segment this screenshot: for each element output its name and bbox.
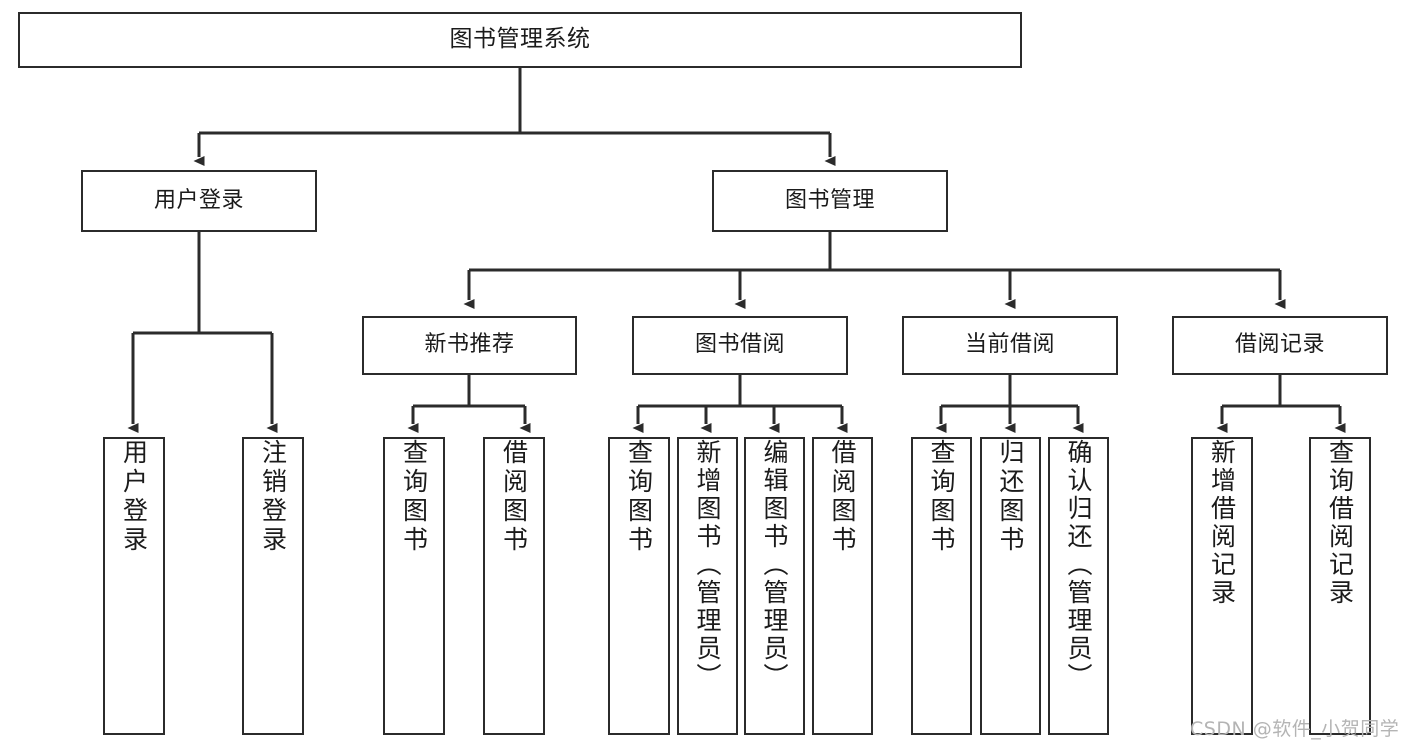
leaf-book-borrow-add-book-admin[interactable]: 新增图书（管理员） (677, 437, 738, 735)
node-label: 确认归还（管理员） (1064, 439, 1093, 691)
node-label: 查询图书 (624, 439, 654, 555)
leaf-current-borrow-query-book[interactable]: 查询图书 (911, 437, 972, 735)
leaf-new-book-query-book[interactable]: 查询图书 (383, 437, 445, 735)
node-book-management[interactable]: 图书管理 (712, 170, 948, 232)
node-label: 新增图书（管理员） (693, 439, 722, 691)
node-label: 新增借阅记录 (1207, 439, 1237, 607)
node-label: 当前借阅 (964, 332, 1055, 358)
node-label: 归还图书 (996, 439, 1025, 555)
node-current-borrow[interactable]: 当前借阅 (902, 316, 1118, 375)
node-label: 借阅图书 (828, 439, 857, 555)
node-label: 用户登录 (153, 187, 244, 213)
node-label: 图书管理 (784, 187, 875, 213)
node-label: 查询图书 (399, 439, 429, 555)
leaf-borrow-record-query-record[interactable]: 查询借阅记录 (1309, 437, 1371, 735)
csdn-watermark: CSDN @软件_小贺同学 (1190, 718, 1400, 740)
leaf-new-book-borrow-book[interactable]: 借阅图书 (483, 437, 545, 735)
node-borrow-record[interactable]: 借阅记录 (1172, 316, 1388, 375)
node-book-borrow[interactable]: 图书借阅 (632, 316, 848, 375)
leaf-book-borrow-query-book[interactable]: 查询图书 (608, 437, 670, 735)
node-new-book-recommend[interactable]: 新书推荐 (362, 316, 577, 375)
node-label: 编辑图书（管理员） (760, 439, 789, 691)
node-user-login[interactable]: 用户登录 (81, 170, 317, 232)
node-label: 用户登录 (119, 439, 149, 555)
leaf-book-borrow-edit-book-admin[interactable]: 编辑图书（管理员） (744, 437, 805, 735)
leaf-user-login-login[interactable]: 用户登录 (103, 437, 165, 735)
leaf-current-borrow-confirm-return-admin[interactable]: 确认归还（管理员） (1048, 437, 1109, 735)
node-label: 图书管理系统 (449, 26, 591, 53)
node-label: 注销登录 (258, 439, 288, 555)
leaf-book-borrow-borrow-book[interactable]: 借阅图书 (812, 437, 873, 735)
node-label: 图书借阅 (694, 332, 785, 358)
node-root-book-management-system[interactable]: 图书管理系统 (18, 12, 1022, 68)
node-label: 借阅记录 (1234, 332, 1325, 358)
node-label: 查询图书 (927, 439, 956, 555)
node-label: 借阅图书 (499, 439, 529, 555)
leaf-borrow-record-add-record[interactable]: 新增借阅记录 (1191, 437, 1253, 735)
node-label: 新书推荐 (424, 332, 515, 358)
node-label: 查询借阅记录 (1325, 439, 1355, 607)
leaf-current-borrow-return-book[interactable]: 归还图书 (980, 437, 1041, 735)
leaf-user-login-logout[interactable]: 注销登录 (242, 437, 304, 735)
